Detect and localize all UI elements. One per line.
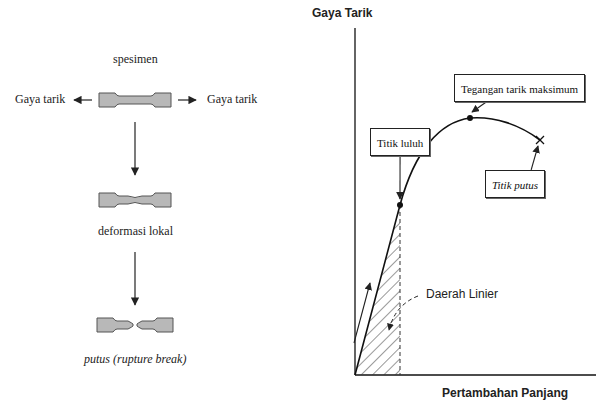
specimen-figures xyxy=(97,93,173,332)
linear-direction-arrow xyxy=(354,283,370,343)
chart-axes xyxy=(355,28,596,375)
stage-label: putus (rupture break) xyxy=(84,352,186,367)
force-label: Gaya tarik xyxy=(207,92,257,107)
callout-box: Tegangan tarik maksimum xyxy=(454,74,585,102)
break-mark xyxy=(536,136,544,144)
specimen-label: spesimen xyxy=(113,52,158,67)
callout-text: Titik putus xyxy=(492,179,538,191)
stage-label: deformasi lokal xyxy=(98,224,173,239)
force-arrows xyxy=(74,100,196,305)
leader-arrow xyxy=(472,102,486,112)
max-point-dot xyxy=(467,115,473,121)
stress-strain-curve xyxy=(355,118,540,375)
leader-arrow xyxy=(399,156,400,199)
callout-box: Titik luluh xyxy=(370,128,430,156)
y-axis-title: Gaya Tarik xyxy=(312,6,372,20)
force-label: Gaya tarik xyxy=(15,92,65,107)
yield-dashed-line xyxy=(400,205,401,375)
region-label: Daerah Linier xyxy=(426,287,498,301)
linear-label-leader xyxy=(389,296,418,330)
callout-text: Titik luluh xyxy=(377,137,423,149)
x-axis-title: Pertambahan Panjang xyxy=(442,386,568,400)
leader-arrow xyxy=(531,146,538,170)
callout-text: Tegangan tarik maksimum xyxy=(461,83,578,95)
callout-box: Titik putus xyxy=(485,170,545,198)
yield-point-dot xyxy=(397,202,403,208)
